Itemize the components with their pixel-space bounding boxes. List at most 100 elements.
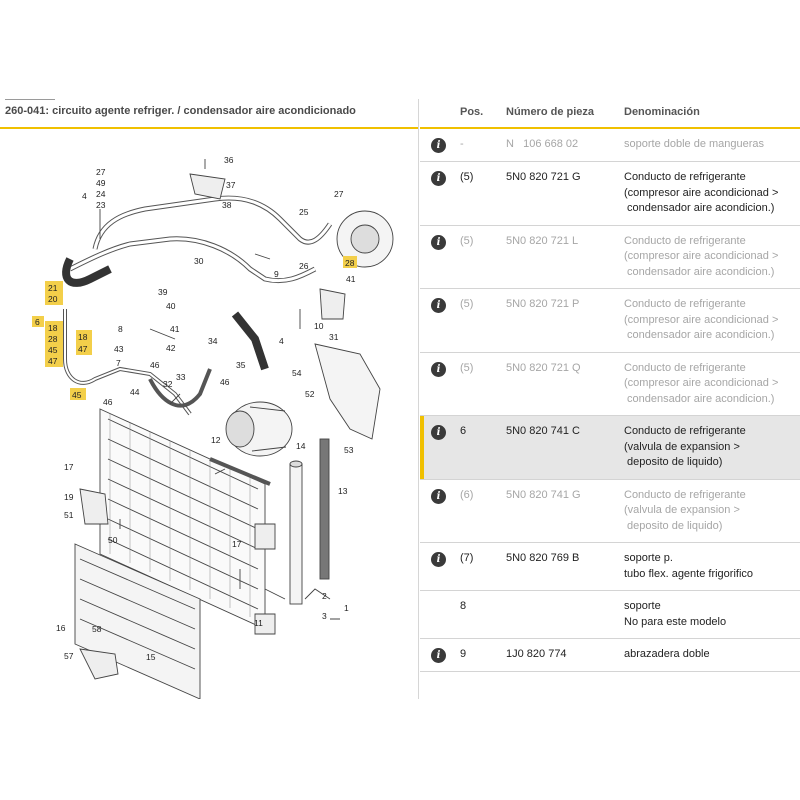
callout-23[interactable]: 23 xyxy=(96,200,106,210)
callout-9[interactable]: 9 xyxy=(274,269,279,279)
callout-17[interactable]: 17 xyxy=(232,539,242,549)
callout-47[interactable]: 47 xyxy=(48,356,58,366)
column-header-pos[interactable]: Pos. xyxy=(460,106,484,118)
callout-37[interactable]: 37 xyxy=(226,180,236,190)
callout-43[interactable]: 43 xyxy=(114,344,124,354)
info-icon[interactable]: i xyxy=(431,425,446,440)
callout-36[interactable]: 36 xyxy=(224,155,234,165)
callout-16[interactable]: 16 xyxy=(56,623,66,633)
callout-27[interactable]: 27 xyxy=(334,189,344,199)
callout-42[interactable]: 42 xyxy=(166,343,176,353)
callout-highlight xyxy=(76,330,92,355)
callout-19[interactable]: 19 xyxy=(64,492,74,502)
callout-44[interactable]: 44 xyxy=(130,387,140,397)
exploded-parts-diagram[interactable]: 36 37 38 27 49 24 23 4 27 25 26 28 41 30… xyxy=(0,129,418,699)
callout-54[interactable]: 54 xyxy=(292,368,302,378)
cell-part-number[interactable]: 5N0 820 721 P xyxy=(506,298,580,310)
callout-47[interactable]: 47 xyxy=(78,344,88,354)
callout-33[interactable]: 33 xyxy=(176,372,186,382)
cell-part-number[interactable]: 5N0 820 721 L xyxy=(506,234,579,247)
callout-14[interactable]: 14 xyxy=(296,441,306,451)
callout-57[interactable]: 57 xyxy=(64,651,74,661)
callout-26[interactable]: 26 xyxy=(299,261,309,271)
callout-11[interactable]: 11 xyxy=(254,618,263,628)
callout-12[interactable]: 12 xyxy=(211,435,221,445)
callout-46[interactable]: 46 xyxy=(220,377,230,387)
cell-part-number[interactable]: 5N0 820 721 Q xyxy=(506,361,581,374)
cell-part-number[interactable]: 5N0 820 769 B xyxy=(506,552,580,564)
callout-41[interactable]: 41 xyxy=(346,274,356,284)
callout-15[interactable]: 15 xyxy=(146,652,156,662)
callout-1[interactable]: 1 xyxy=(344,603,349,613)
callout-38[interactable]: 38 xyxy=(222,200,232,210)
callout-10[interactable]: 10 xyxy=(314,321,324,331)
callout-3[interactable]: 3 xyxy=(322,611,327,621)
designation-line: condensador aire acondicion.) xyxy=(624,265,775,278)
callout-25[interactable]: 25 xyxy=(299,207,309,217)
callout-31[interactable]: 31 xyxy=(329,332,339,342)
callout-39[interactable]: 39 xyxy=(158,287,168,297)
callout-46[interactable]: 46 xyxy=(150,360,160,370)
callout-34[interactable]: 34 xyxy=(208,336,218,346)
callout-53[interactable]: 53 xyxy=(344,445,354,455)
callout-52[interactable]: 52 xyxy=(305,389,315,399)
cell-part-number[interactable]: 5N0 820 741 G xyxy=(506,488,581,501)
callout-17[interactable]: 17 xyxy=(64,462,74,472)
callout-28[interactable]: 28 xyxy=(48,334,58,344)
callout-50[interactable]: 50 xyxy=(108,535,118,545)
callout-2[interactable]: 2 xyxy=(322,591,327,601)
column-header-part-number[interactable]: Número de pieza xyxy=(506,106,595,118)
designation-line: condensador aire acondicion.) xyxy=(624,202,775,214)
callout-28[interactable]: 28 xyxy=(345,258,355,268)
info-icon[interactable]: i xyxy=(431,234,446,250)
callout-35[interactable]: 35 xyxy=(236,360,246,370)
callout-40[interactable]: 40 xyxy=(166,301,176,311)
callout-13[interactable]: 13 xyxy=(338,486,348,496)
callout-41[interactable]: 41 xyxy=(170,324,180,334)
callout-27[interactable]: 27 xyxy=(96,167,106,177)
info-icon[interactable]: i xyxy=(431,552,446,567)
cell-designation: Conducto de refrigerante(valvula de expa… xyxy=(624,424,746,471)
callout-7[interactable]: 7 xyxy=(116,358,121,368)
callout-24[interactable]: 24 xyxy=(96,189,106,199)
info-icon[interactable]: i xyxy=(431,488,446,504)
callout-58[interactable]: 58 xyxy=(92,624,102,634)
callout-51[interactable]: 51 xyxy=(64,510,74,520)
info-icon[interactable]: i xyxy=(431,171,446,186)
callout-45[interactable]: 45 xyxy=(48,345,58,355)
callout-46[interactable]: 46 xyxy=(103,397,113,407)
table-row[interactable]: i 6 5N0 820 741 C Conducto de refrigerante(… xyxy=(420,416,800,480)
cell-part-number[interactable]: 5N0 820 721 G xyxy=(506,171,581,183)
cell-part-number[interactable]: N 106 668 02 xyxy=(506,138,579,150)
callout-18[interactable]: 18 xyxy=(48,323,58,333)
cell-designation: Conducto de refrigerante(compresor aire … xyxy=(624,170,778,217)
info-icon[interactable]: i xyxy=(431,138,446,153)
cell-part-number[interactable]: 5N0 820 741 C xyxy=(506,425,580,437)
callout-49[interactable]: 49 xyxy=(96,178,106,188)
callout-4[interactable]: 4 xyxy=(82,191,87,201)
callout-8[interactable]: 8 xyxy=(118,324,123,334)
callout-6[interactable]: 6 xyxy=(35,317,40,327)
callout-45[interactable]: 45 xyxy=(72,390,82,400)
info-icon[interactable]: i xyxy=(431,361,446,377)
callout-20[interactable]: 20 xyxy=(48,294,58,304)
cell-pos: 6 xyxy=(460,425,467,437)
info-icon[interactable]: i xyxy=(431,298,446,313)
callout-4[interactable]: 4 xyxy=(279,336,284,346)
callout-21[interactable]: 21 xyxy=(48,283,58,293)
callout-32[interactable]: 32 xyxy=(163,379,173,389)
callout-30[interactable]: 30 xyxy=(194,256,204,266)
column-header-designation[interactable]: Denominación xyxy=(624,106,700,118)
info-icon[interactable]: i xyxy=(431,648,446,663)
cell-part-number[interactable]: 1J0 820 774 xyxy=(506,648,567,660)
callout-18[interactable]: 18 xyxy=(78,332,88,342)
